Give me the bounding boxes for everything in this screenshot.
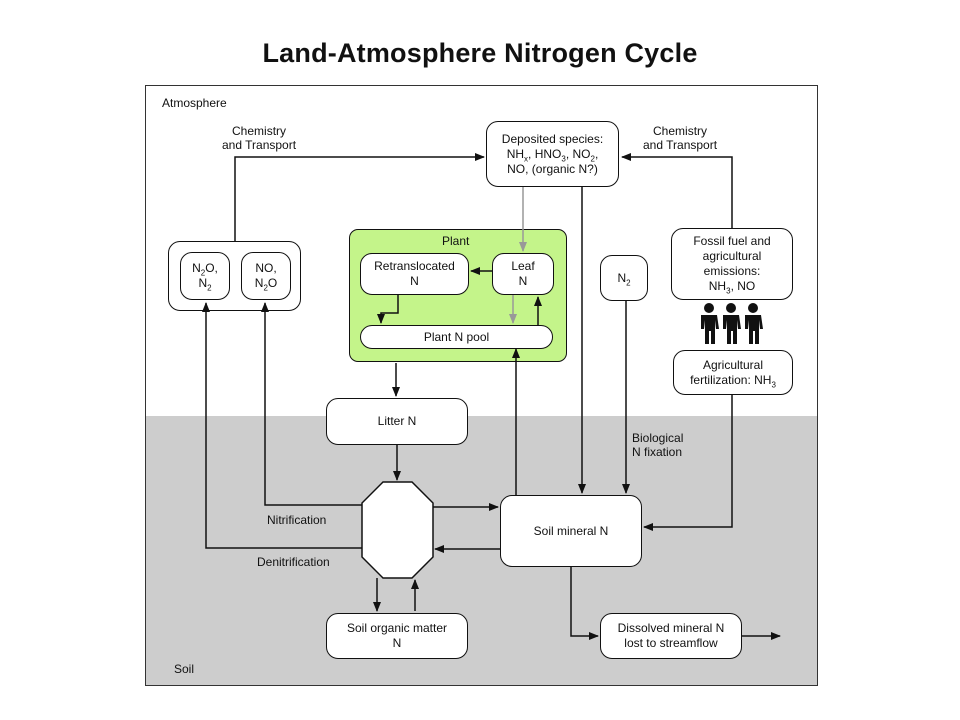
soil-mineral-n-box: Soil mineral N [500,495,642,567]
leaf-n-box: Leaf N [492,253,554,295]
diagram-frame: Atmosphere Soil Chemistry and Transport … [145,85,818,686]
chemistry-transport-right-label: Chemistry and Transport [643,124,718,152]
no-n2o-line-1: NO, [255,261,277,275]
no-n2o-line-2: N2O [254,276,278,293]
denitrification-label: Denitrification [257,555,330,569]
leaf-n-label: Leaf N [511,259,535,288]
nitrification-label: Nitrification [267,513,327,527]
litter-n-label: Litter N [377,414,417,428]
fossil-fuel-label: Fossil fuel and agricultural emissions: [693,234,771,278]
soil-mineral-n-label: Soil mineral N [533,523,609,538]
deposited-species-box: Deposited species: NHx, HNO3, NO2, NO, (… [486,121,619,187]
soil-organic-matter-box: Soil organic matter N [326,613,468,659]
agricultural-fertilization-box: Agricultural fertilization: NH3 [673,350,793,395]
n2-label: N2 [617,270,631,287]
soil-organic-matter-label: Soil organic matter N [346,621,448,650]
plant-title: Plant [442,234,470,248]
retranslocated-n-label: Retranslocated N [374,259,455,288]
no-n2o-box: NO, N2O [241,252,291,300]
atmosphere-label: Atmosphere [162,96,227,110]
page-title: Land-Atmosphere Nitrogen Cycle [262,38,698,68]
n2-box: N2 [600,255,648,301]
people-icon [701,303,763,344]
fossil-fuel-species: NH3, NO [708,279,756,296]
deposited-species-heading: Deposited species: [501,131,604,146]
flow-arrows [202,153,781,640]
n2o-n2-line-1: N2O, [192,261,218,278]
deposited-species-list-1: NHx, HNO3, NO2, [506,146,599,163]
fossil-fuel-emissions-box: Fossil fuel and agricultural emissions: … [671,228,793,300]
agri-fert-label: Agricultural fertilization: NH3 [690,357,776,389]
plant-n-pool-box: Plant N pool [360,325,553,349]
n2o-n2-line-2: N2 [198,276,212,293]
soil-label: Soil [174,662,195,676]
plant-n-pool-label: Plant N pool [423,329,490,344]
chemistry-transport-left-label: Chemistry and Transport [222,124,297,152]
n2o-n2-box: N2O, N2 [180,252,230,300]
retranslocated-n-box: Retranslocated N [360,253,469,295]
microbial-metabolism-octagon [361,481,434,579]
biological-n-fixation-label: Biological N fixation [632,431,684,459]
deposited-species-list-2: NO, (organic N?) [507,161,598,176]
litter-n-box: Litter N [326,398,468,445]
dissolved-mineral-n-box: Dissolved mineral N lost to streamflow [600,613,742,659]
dissolved-mineral-n-label: Dissolved mineral N lost to streamflow [617,621,725,650]
